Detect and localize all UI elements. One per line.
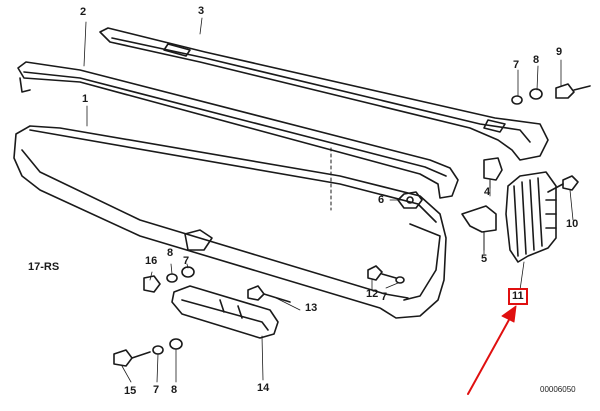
callout-16: 16: [145, 255, 158, 267]
part-11-end-cap: [505, 171, 557, 263]
callout-14: 14: [257, 382, 270, 394]
callout-15: 15: [124, 385, 137, 397]
callout-10: 10: [566, 218, 579, 230]
part-12-bolt: [367, 265, 405, 284]
leader-lines: [83, 17, 574, 383]
callout-8-left: 8: [167, 247, 174, 259]
callout-8-top: 8: [533, 54, 540, 66]
part-5-bracket: [461, 205, 497, 251]
part-14-strap: [171, 285, 279, 339]
callout-1: 1: [82, 93, 89, 105]
callout-4: 4: [484, 186, 491, 198]
callout-7-bottom: 7: [153, 384, 160, 396]
callout-7-left: 7: [183, 255, 190, 267]
part-4-clip: [483, 157, 503, 189]
callout-3: 3: [198, 5, 205, 17]
group-label: 17-RS: [28, 261, 60, 273]
callout-9: 9: [556, 46, 563, 58]
highlight-arrow: [467, 305, 517, 395]
callout-13: 13: [305, 302, 318, 314]
part-13-bolt: [247, 285, 291, 303]
part-10-bolt: [547, 175, 579, 193]
callout-6: 6: [378, 194, 385, 206]
callout-8-bottom: 8: [171, 384, 178, 396]
callout-7-top: 7: [513, 59, 520, 71]
callout-12: 12: [366, 288, 379, 300]
callout-11-highlighted[interactable]: 11: [508, 288, 528, 305]
part-7-8-9-hardware: [511, 83, 591, 105]
part-3-seal-strip: [99, 27, 549, 161]
part-2-trim-strip: [17, 61, 459, 199]
part-15-7-8-hardware: [113, 338, 183, 367]
part-16-8-7-hardware: [143, 266, 195, 293]
callout-5: 5: [481, 253, 488, 265]
callout-7-mid: 7: [381, 291, 388, 303]
part-1-bumper-body: [13, 125, 447, 319]
callout-2: 2: [80, 6, 87, 18]
diagram-id: 00006050: [540, 385, 576, 394]
